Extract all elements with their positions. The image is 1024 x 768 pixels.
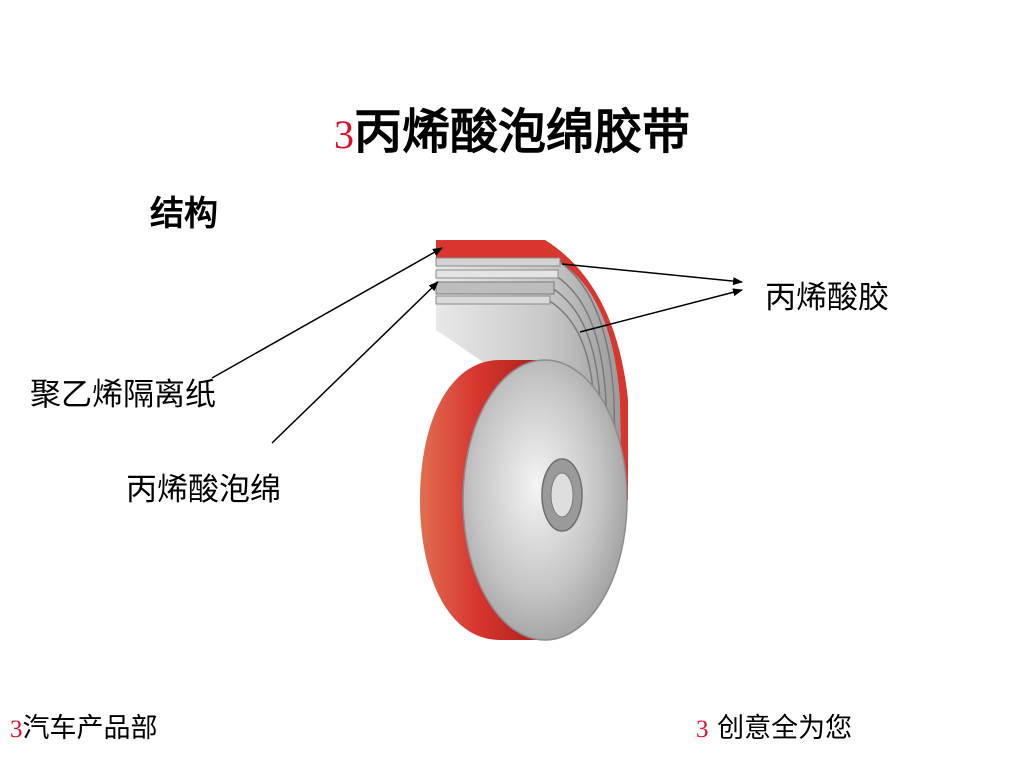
layer-top-adhesive xyxy=(435,257,561,267)
label-acrylic-foam: 丙烯酸泡绵 xyxy=(126,472,281,508)
layer-release-paper xyxy=(435,269,559,279)
arrow-release-paper xyxy=(211,247,443,379)
footer-right-number: 3 xyxy=(696,716,709,743)
footer-right-text: 创意全为您 xyxy=(717,713,853,744)
footer-department: 3汽车产品部 xyxy=(10,706,158,745)
section-heading: 结构 xyxy=(150,194,218,234)
title-number: 3 xyxy=(333,112,354,157)
arrow-adhesive-bottom xyxy=(579,288,743,333)
layer-bottom-adhesive xyxy=(435,295,551,305)
footer-left-number: 3 xyxy=(10,716,23,743)
label-release-paper: 聚乙烯隔离纸 xyxy=(30,377,216,413)
arrow-adhesive-top xyxy=(561,263,743,286)
layer-foam xyxy=(435,281,555,295)
arrow-acrylic-foam xyxy=(271,281,439,444)
label-acrylic-adhesive: 丙烯酸胶 xyxy=(765,280,889,316)
footer-slogan: 3 创意全为您 xyxy=(696,706,852,745)
roll-core-inner xyxy=(550,472,574,518)
title-text: 丙烯酸泡绵胶带 xyxy=(353,104,690,160)
slide-title: 3丙烯酸泡绵胶带 xyxy=(0,92,1024,162)
strip-layer-lines xyxy=(436,261,617,501)
footer-left-text: 汽车产品部 xyxy=(22,713,158,744)
